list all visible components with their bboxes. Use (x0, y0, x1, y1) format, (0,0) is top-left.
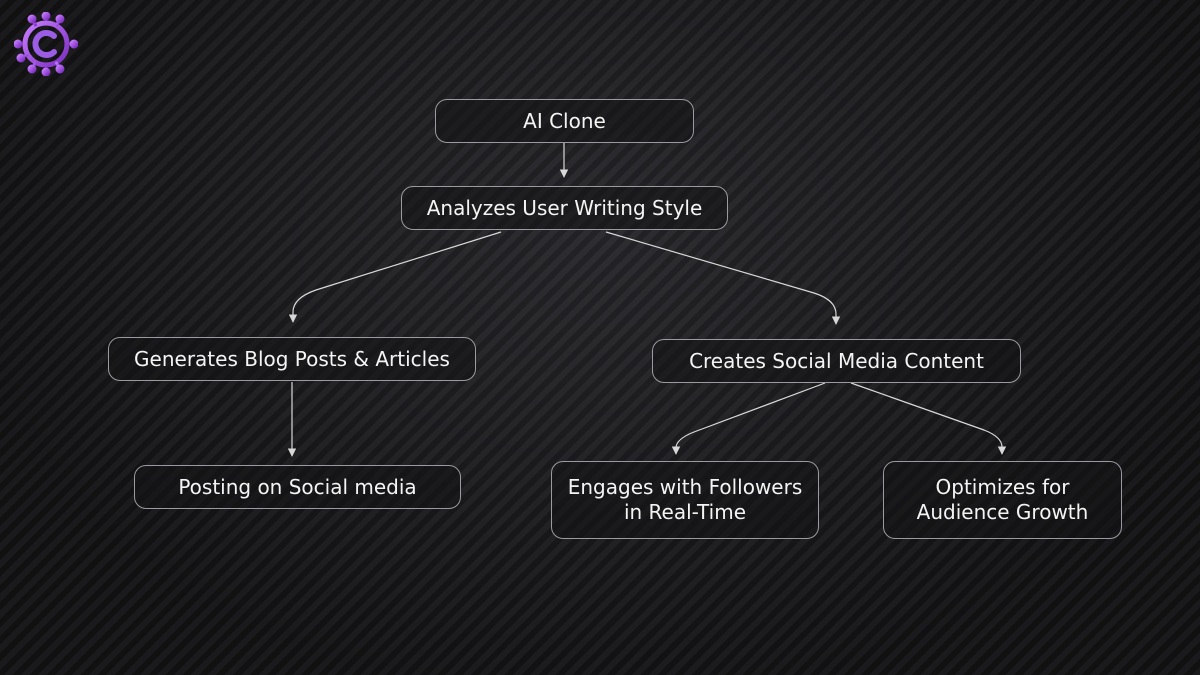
node-creates-social-media-content: Creates Social Media Content (652, 339, 1021, 383)
node-label-line-1: Engages with Followers (567, 475, 803, 499)
node-optimizes-for-audience-growth: Optimizes for Audience Growth (883, 461, 1122, 539)
node-label: AI Clone (523, 108, 606, 133)
edge-analyze-to-blog (288, 231, 502, 323)
node-label: Generates Blog Posts & Articles (134, 346, 450, 371)
edge-social-to-optimize (850, 382, 1007, 455)
node-label: Posting on Social media (178, 474, 417, 499)
edge-analyze-to-social (605, 231, 841, 325)
node-label: Analyzes User Writing Style (426, 195, 703, 220)
node-label-line-2: in Real-Time (623, 500, 746, 524)
node-label-line-2: Audience Growth (916, 500, 1089, 524)
node-engages-with-followers: Engages with Followers in Real-Time (551, 461, 819, 539)
node-label-line-1: Optimizes for (935, 475, 1070, 499)
node-generates-blog-posts: Generates Blog Posts & Articles (108, 337, 476, 381)
edge-social-to-engage (671, 382, 826, 455)
node-ai-clone: AI Clone (435, 99, 694, 143)
node-analyzes-user-writing-style: Analyzes User Writing Style (401, 186, 728, 230)
node-posting-on-social-media: Posting on Social media (134, 465, 461, 509)
c-circuit-logo-icon (14, 12, 78, 76)
node-label: Creates Social Media Content (689, 348, 984, 373)
